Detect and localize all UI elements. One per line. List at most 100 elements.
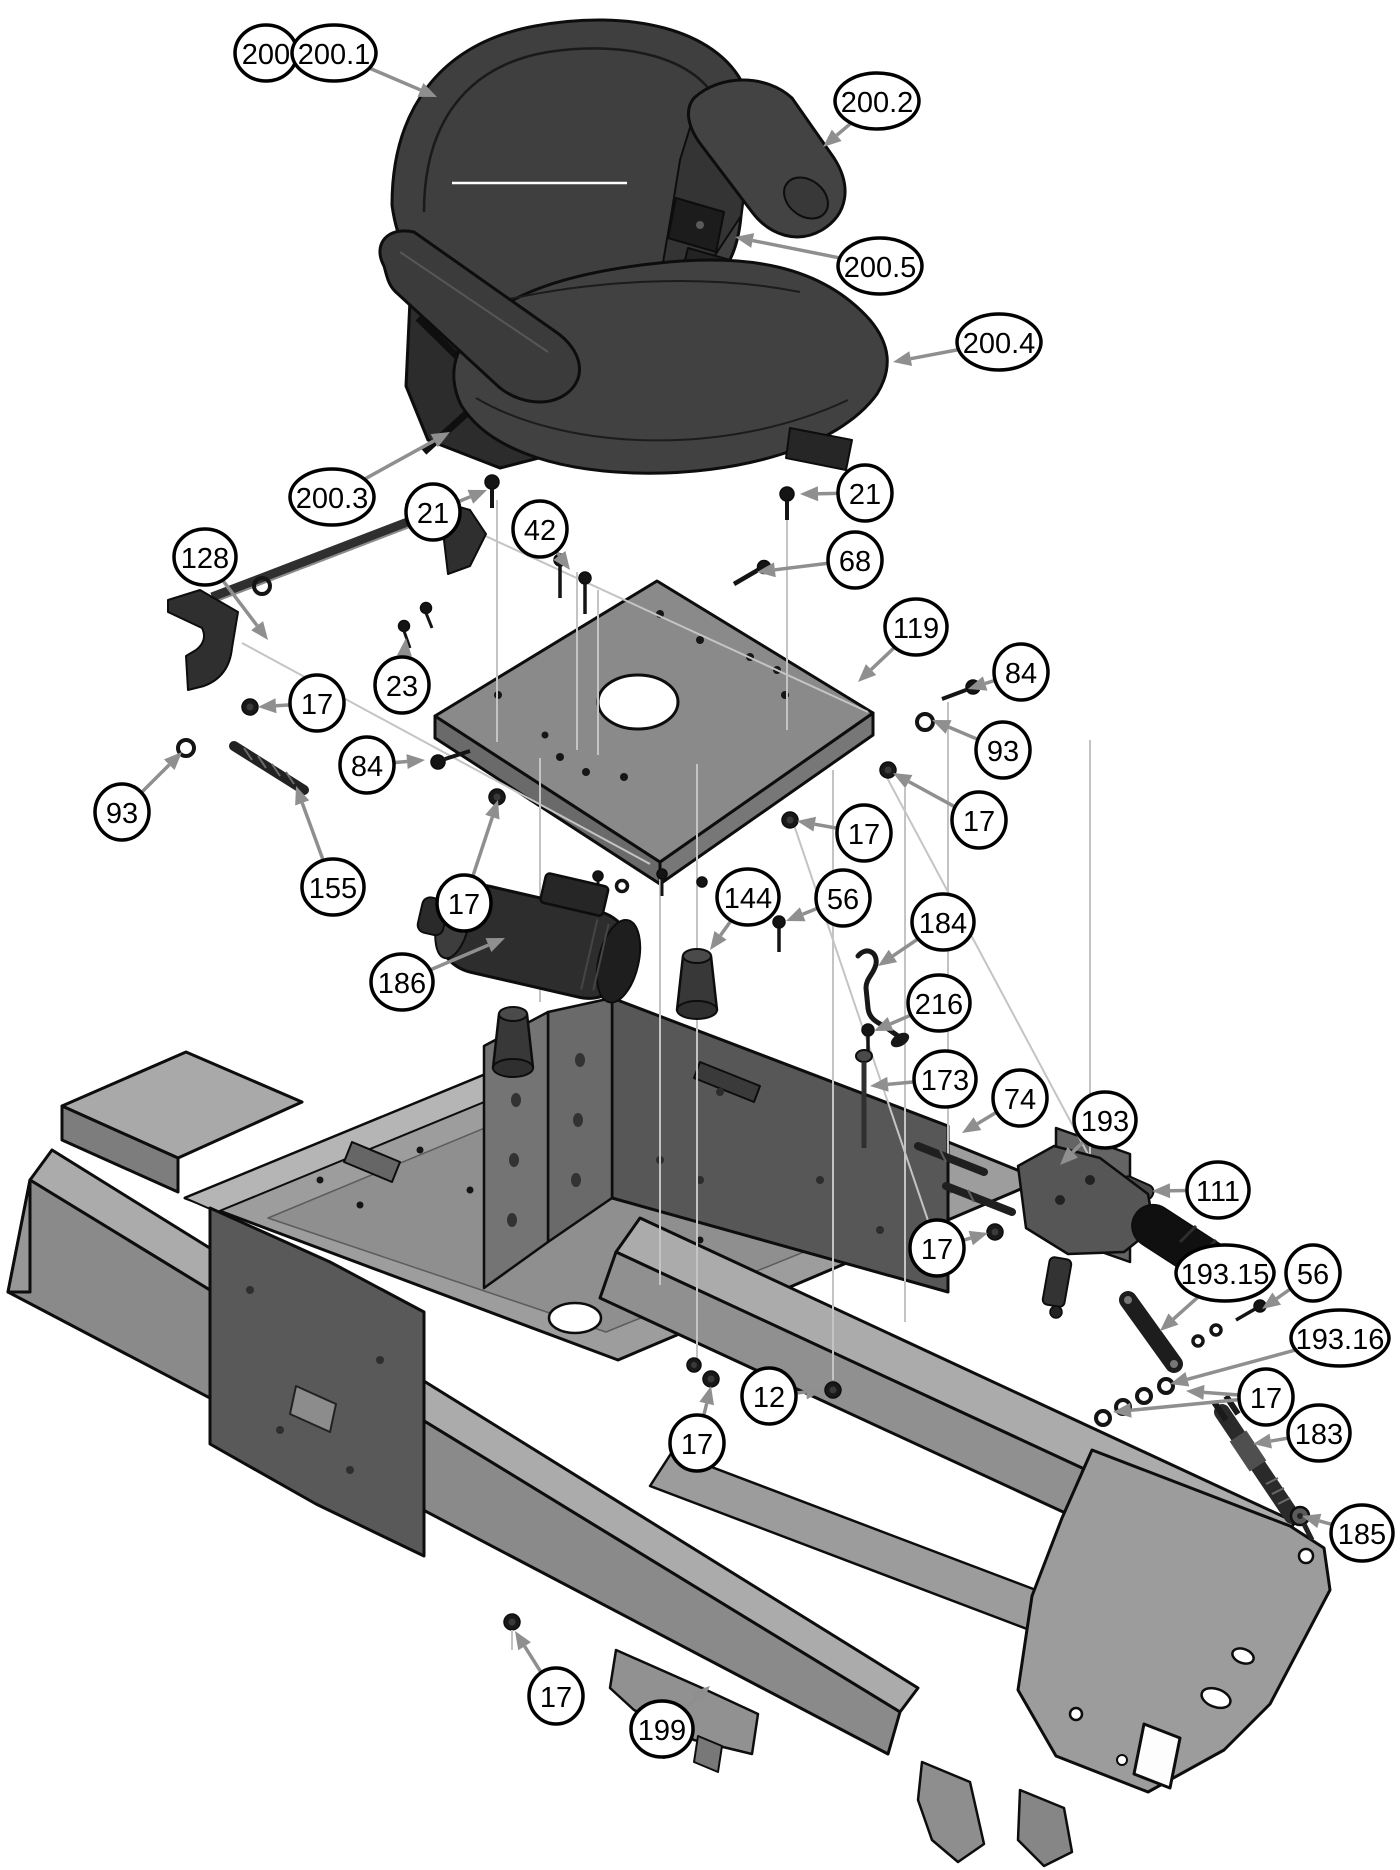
leader-line: [682, 1696, 698, 1711]
hitch-oval-hole-1: [1200, 1686, 1232, 1710]
leader-line: [889, 1013, 912, 1026]
callout-label: 56: [827, 884, 859, 916]
callout-balloon: [991, 1068, 1049, 1128]
leader-arrowhead: [878, 949, 898, 966]
leader-arrowhead: [893, 773, 913, 789]
callout-label: 84: [351, 751, 383, 783]
callout-155-20: 155: [295, 786, 366, 917]
callout-balloon: [338, 735, 396, 795]
callout-balloon: [404, 482, 462, 542]
callout-17-39: 17: [668, 1386, 726, 1473]
callout-balloon: [836, 236, 924, 296]
callout-label: 12: [753, 1382, 785, 1414]
callout-label: 193.16: [1296, 1324, 1385, 1356]
leader-arrowhead: [1302, 1513, 1322, 1529]
leader-line: [429, 943, 490, 972]
callout-balloon: [992, 642, 1050, 702]
callout-label: 193: [1081, 1106, 1129, 1138]
leader-arrowhead: [1060, 1146, 1079, 1165]
screw-56-lower: [1191, 1299, 1267, 1348]
right-armrest-endcap: [783, 176, 829, 220]
callout-label: 185: [1338, 1519, 1386, 1551]
leader-line: [1270, 1436, 1289, 1443]
hitch-hole-4: [1068, 1706, 1084, 1722]
leader-arrowhead: [1160, 1313, 1179, 1331]
leader-arrowhead: [874, 1016, 894, 1031]
leader-arrowhead: [968, 1230, 988, 1246]
callout-balloon: [300, 857, 366, 917]
leader-arrowhead: [786, 907, 806, 922]
callout-200.2-2: 200.2: [823, 71, 921, 147]
channel-2-holes: [507, 1093, 521, 1227]
callout-balloon: [172, 527, 238, 587]
leader-arrowhead: [485, 938, 505, 952]
callout-label: 200: [242, 39, 290, 71]
leader-line: [221, 579, 259, 627]
callout-label: 17: [681, 1429, 713, 1461]
washer-93-left: [176, 738, 196, 758]
callout-93-14: 93: [932, 720, 1032, 780]
callout-84-19: 84: [338, 735, 425, 795]
front-plate-hole: [289, 1385, 337, 1433]
leader-line: [523, 1645, 543, 1674]
screw-42-b: [578, 571, 592, 614]
under-cushion-bracket: [785, 427, 853, 471]
callout-balloon: [629, 1699, 695, 1759]
leader-arrowhead: [406, 754, 425, 770]
callout-balloon: [527, 1666, 585, 1726]
callout-193-29: 193: [1060, 1090, 1138, 1165]
callout-200.3-5: 200.3: [288, 432, 450, 527]
leader-arrowhead: [417, 83, 437, 97]
callout-balloon: [369, 952, 435, 1012]
callout-label: 119: [893, 613, 939, 645]
leader-line: [363, 439, 436, 481]
callout-42-7: 42: [511, 499, 570, 570]
callout-balloon: [1286, 1403, 1352, 1463]
seat-cushion: [452, 258, 889, 475]
actuator-186: [416, 872, 642, 1004]
callout-label: 93: [106, 798, 138, 830]
leader-line: [814, 822, 838, 830]
chassis-stub-beam-side: [60, 1104, 180, 1194]
leader-line: [947, 725, 979, 742]
leader-arrowhead: [691, 1686, 710, 1704]
callout-balloon: [740, 1366, 798, 1426]
bottom-bracket-tab-2: [693, 1735, 723, 1773]
channel-1-holes: [571, 1053, 585, 1187]
callout-193.15-32: 193.15: [1160, 1243, 1276, 1331]
callout-186-22: 186: [369, 938, 505, 1012]
leader-line: [891, 937, 920, 958]
bolt-21-left: [484, 474, 500, 508]
leader-line: [1275, 1287, 1292, 1301]
callout-17-17: 17: [258, 673, 346, 733]
nut-17-lever: [986, 1223, 1004, 1241]
callout-label: 199: [638, 1715, 686, 1747]
callout-183-36: 183: [1253, 1403, 1352, 1463]
callout-balloon: [814, 868, 872, 928]
leader-line: [907, 780, 956, 809]
bracket-128-washer: [252, 576, 272, 596]
leader-line: [471, 816, 495, 878]
bolt-21-right: [779, 486, 795, 520]
callout-200-0: 200: [233, 23, 299, 83]
leader-arrowhead: [258, 698, 277, 714]
leader-line: [1130, 1397, 1240, 1412]
callout-balloon: [373, 655, 431, 715]
leader-arrowhead: [699, 1386, 714, 1406]
callout-label: 144: [724, 883, 772, 915]
callout-balloon: [826, 530, 884, 590]
nut-17-plate-mid: [781, 811, 799, 829]
nut-12: [824, 1381, 842, 1399]
washer-93-right: [915, 712, 935, 732]
hitch-hole-3: [1297, 1547, 1315, 1565]
leader-arrowhead: [163, 752, 182, 771]
bracket-128-left-foot: [167, 589, 239, 691]
leader-line: [368, 66, 422, 92]
callout-label: 200.5: [844, 252, 917, 284]
callout-173-27: 173: [870, 1049, 978, 1109]
callout-200.1-1: 200.1: [290, 23, 437, 97]
leader-arrowhead: [797, 816, 817, 832]
washer-row: [1094, 1377, 1175, 1427]
leader-arrowhead: [397, 638, 412, 657]
